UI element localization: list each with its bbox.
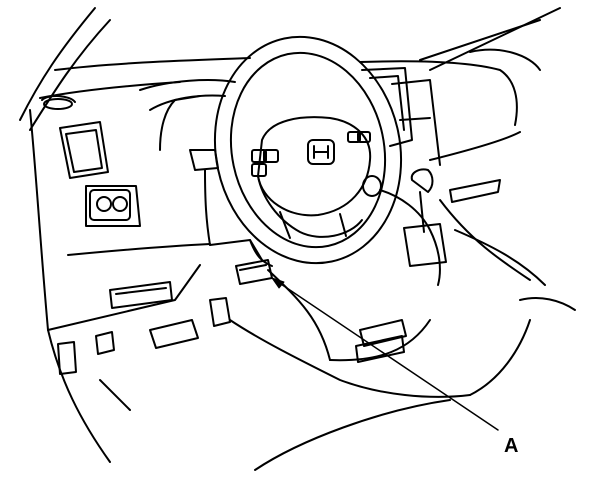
- a-pillar: [20, 8, 560, 130]
- center-stack: [362, 68, 440, 285]
- lower-console: [268, 270, 430, 362]
- right-dash: [430, 132, 545, 285]
- callout-leader-a: [272, 278, 498, 430]
- instrument-cluster-hood: [140, 80, 235, 150]
- lower-dash-left: [30, 110, 210, 330]
- steering-wheel: [194, 19, 421, 280]
- floor-lines: [48, 298, 575, 470]
- pedals: [58, 298, 230, 374]
- left-air-vent: [42, 96, 108, 178]
- callout-label-a: A: [504, 435, 519, 457]
- switch-panel-left: [86, 186, 140, 226]
- dashboard-top: [40, 50, 540, 125]
- gear-shifter: [404, 169, 446, 266]
